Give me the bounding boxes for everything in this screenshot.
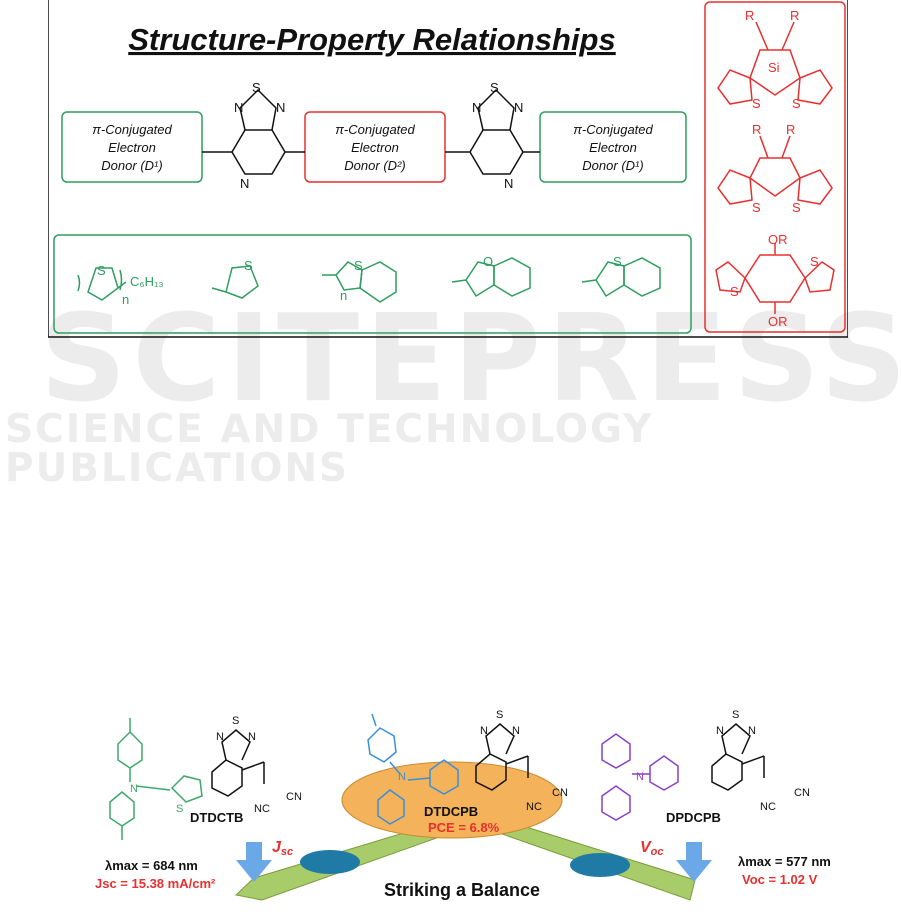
acceptor-unit-left (202, 88, 305, 175)
svg-text:S: S (252, 80, 261, 95)
svg-text:N: N (514, 100, 523, 115)
svg-text:N: N (748, 725, 756, 737)
svg-text:CN: CN (286, 791, 302, 803)
figure-title: Structure-Property Relationships (128, 22, 615, 57)
right-roller (570, 853, 630, 877)
svg-text:N: N (716, 725, 724, 737)
svg-text:π-Conjugated: π-Conjugated (335, 122, 415, 137)
svg-text:S: S (810, 254, 819, 269)
svg-text:N: N (512, 725, 520, 737)
svg-text:N: N (130, 783, 138, 795)
svg-text:S: S (730, 284, 739, 299)
svg-text:CN: CN (552, 787, 568, 799)
svg-text:N: N (234, 100, 243, 115)
green-donor-structures (77, 257, 661, 303)
svg-text:S: S (752, 96, 761, 111)
jsc-arrow-label: Jsc (272, 839, 293, 858)
svg-text:n: n (122, 292, 129, 307)
svg-text:π-Conjugated: π-Conjugated (573, 122, 653, 137)
svg-text:NC: NC (526, 801, 542, 813)
donor-box-right: π-Conjugated Electron Donor (D¹) (539, 111, 687, 183)
right-molecule-label: DPDCPB (666, 810, 721, 825)
svg-text:R: R (752, 122, 761, 137)
lambda-right: λmax = 577 nm (738, 854, 831, 869)
voc-down-arrow (676, 842, 712, 882)
svg-text:R: R (790, 8, 799, 23)
left-molecule-structure (109, 718, 203, 840)
balance-figure: N S N S N CN NC DTDCTB N N S N CN NC DTD… (0, 700, 901, 910)
svg-text:S: S (176, 803, 183, 815)
lambda-left: λmax = 684 nm (105, 858, 198, 873)
pce-value: PCE = 6.8% (428, 820, 500, 835)
svg-text:N: N (472, 100, 481, 115)
svg-text:S: S (752, 200, 761, 215)
svg-text:Electron: Electron (108, 140, 156, 155)
svg-text:Si: Si (768, 60, 780, 75)
svg-text:S: S (97, 263, 106, 278)
svg-text:N: N (398, 771, 406, 783)
svg-text:O: O (483, 254, 493, 269)
svg-text:S: S (490, 80, 499, 95)
jsc-down-arrow (236, 842, 272, 882)
left-roller (300, 850, 360, 874)
svg-text:Electron: Electron (589, 140, 637, 155)
svg-text:S: S (496, 709, 503, 721)
left-molecule-label: DTDCTB (190, 810, 243, 825)
svg-text:n: n (340, 288, 347, 303)
svg-text:R: R (786, 122, 795, 137)
svg-text:R: R (745, 8, 754, 23)
structure-figure: Structure-Property Relationships π-Conju… (47, 0, 849, 340)
center-molecule-structure (367, 713, 459, 825)
svg-text:OR: OR (768, 232, 788, 247)
svg-text:N: N (504, 176, 513, 191)
voc-value: Voc = 1.02 V (742, 872, 818, 887)
svg-text:π-Conjugated: π-Conjugated (92, 122, 172, 137)
svg-text:NC: NC (760, 801, 776, 813)
svg-text:C₆H₁₃: C₆H₁₃ (130, 274, 164, 289)
svg-text:Donor (D¹): Donor (D¹) (101, 158, 162, 173)
svg-text:S: S (613, 254, 622, 269)
svg-text:S: S (232, 715, 239, 727)
jsc-value: Jsc = 15.38 mA/cm² (95, 876, 216, 891)
svg-text:N: N (480, 725, 488, 737)
watermark-main: SCITEPRESS (40, 290, 901, 429)
watermark-sub: SCIENCE AND TECHNOLOGY PUBLICATIONS (5, 407, 654, 491)
svg-text:OR: OR (768, 314, 788, 329)
svg-text:Donor (D²): Donor (D²) (344, 158, 405, 173)
center-molecule-label: DTDCPB (424, 804, 478, 819)
svg-text:N: N (276, 100, 285, 115)
svg-text:NC: NC (254, 803, 270, 815)
svg-text:S: S (792, 200, 801, 215)
svg-text:Donor (D¹): Donor (D¹) (582, 158, 643, 173)
green-donor-box (53, 234, 692, 334)
svg-text:S: S (244, 258, 253, 273)
svg-text:Electron: Electron (351, 140, 399, 155)
donor-box-left: π-Conjugated Electron Donor (D¹) (61, 111, 203, 183)
voc-arrow-label: Voc (640, 839, 664, 858)
red-donor-box (704, 1, 846, 333)
svg-text:N: N (240, 176, 249, 191)
donor-box-center: π-Conjugated Electron Donor (D²) (304, 111, 446, 183)
balance-figure-canvas: N S N S N CN NC DTDCTB N N S N CN NC DTD… (95, 709, 831, 901)
right-molecule-structure (601, 733, 679, 821)
svg-text:S: S (354, 258, 363, 273)
balance-caption: Striking a Balance (384, 880, 540, 900)
svg-text:S: S (732, 709, 739, 721)
svg-text:N: N (216, 731, 224, 743)
svg-text:N: N (248, 731, 256, 743)
fulcrum-disk (341, 761, 563, 839)
svg-text:N: N (636, 771, 644, 783)
svg-text:S: S (792, 96, 801, 111)
structure-figure-canvas: Structure-Property Relationships π-Conju… (47, 0, 849, 338)
acceptor-unit-right (445, 88, 540, 175)
red-donor-structures (715, 21, 835, 314)
svg-text:CN: CN (794, 787, 810, 799)
